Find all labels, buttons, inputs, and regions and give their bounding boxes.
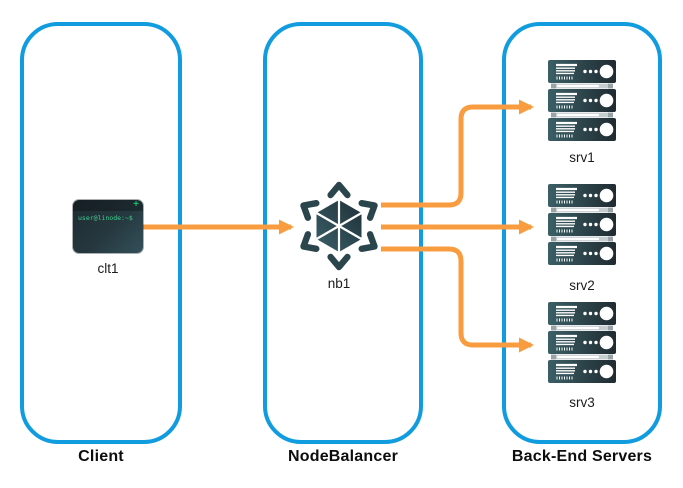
server-stack-icon-srv2 xyxy=(547,184,617,268)
group-label-nodebalancer: NodeBalancer xyxy=(288,448,398,465)
node-label-srv1: srv1 xyxy=(569,150,595,165)
node-label-srv3: srv3 xyxy=(569,395,595,410)
nodebalancer-arrowheads xyxy=(300,181,378,271)
group-box-client xyxy=(20,22,182,444)
group-box-nodebalancer xyxy=(263,22,423,444)
terminal-prompt-text: user@linode:~$ xyxy=(78,214,133,222)
terminal-window-button-icon: + xyxy=(133,200,139,210)
node-label-clt1: clt1 xyxy=(97,261,119,276)
nodebalancer-spokes xyxy=(315,200,363,252)
nodebalancer-icon xyxy=(300,181,378,271)
server-stack-icon-srv3 xyxy=(547,302,617,386)
node-label-srv2: srv2 xyxy=(569,278,595,293)
terminal-titlebar: + xyxy=(73,200,143,211)
node-label-nb1: nb1 xyxy=(327,276,351,291)
group-box-backend-servers xyxy=(502,22,662,444)
group-label-client: Client xyxy=(78,448,124,465)
group-label-backend-servers: Back-End Servers xyxy=(511,448,653,465)
terminal-icon: + user@linode:~$ xyxy=(73,200,143,253)
server-stack-icon-srv1 xyxy=(547,60,617,144)
